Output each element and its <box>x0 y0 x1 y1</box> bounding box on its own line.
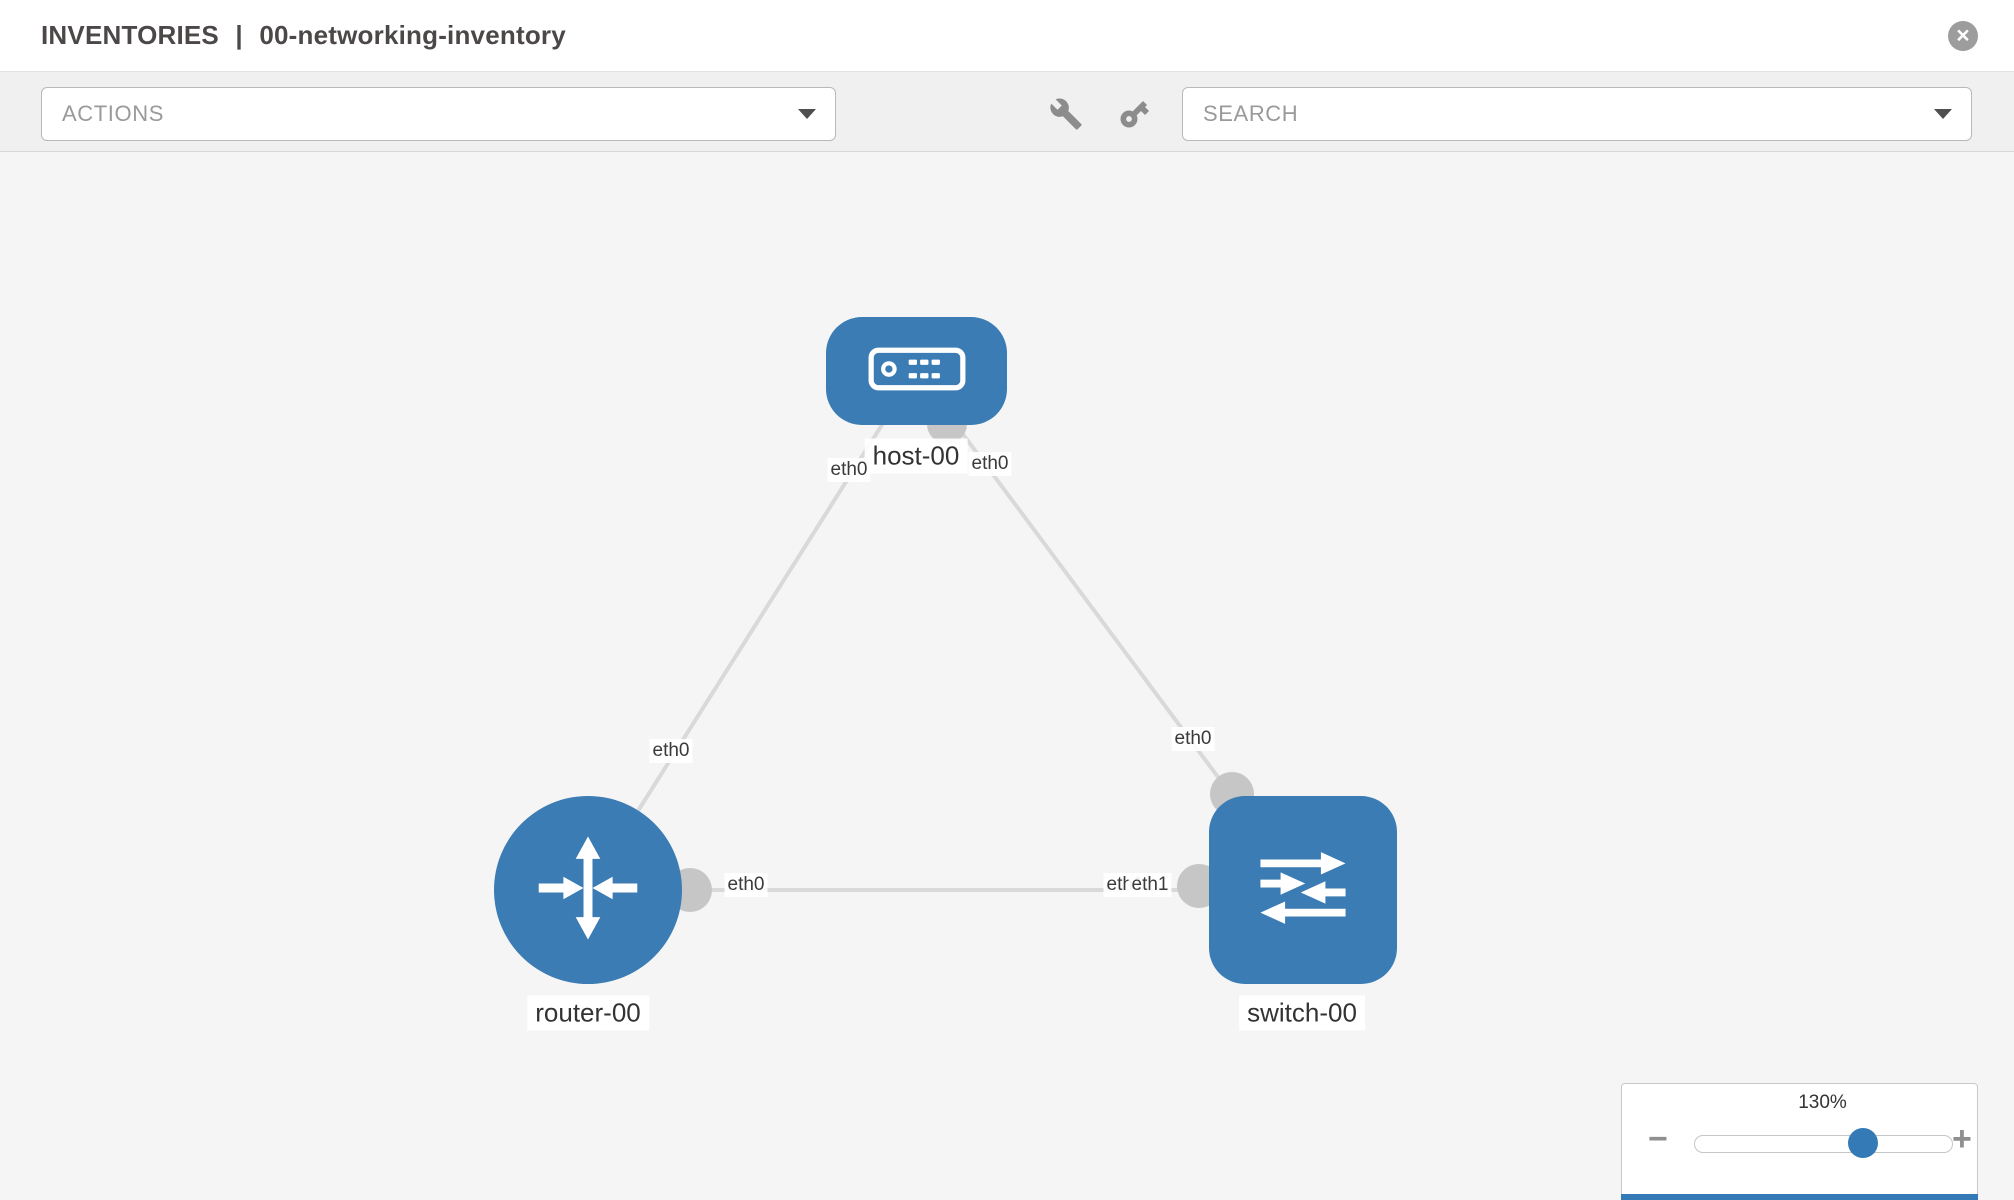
port-label: eth1 <box>1128 873 1172 897</box>
topology-canvas[interactable]: host-00 router-00 switch-00 eth0 eth0 et… <box>0 152 2014 1200</box>
close-icon[interactable]: × <box>1948 20 1978 51</box>
port-label: eth0 <box>827 458 871 482</box>
page-title: INVENTORIES | 00-networking-inventory <box>41 20 575 51</box>
port-label: eth0 <box>649 739 693 763</box>
actions-dropdown[interactable]: ACTIONS <box>41 87 836 141</box>
header: INVENTORIES | 00-networking-inventory × <box>0 0 2014 72</box>
node-label-router-00: router-00 <box>527 995 649 1031</box>
node-switch-00[interactable] <box>1209 796 1397 984</box>
zoom-slider-track[interactable] <box>1694 1128 1953 1158</box>
node-router-00[interactable] <box>494 796 682 984</box>
port-label: eth0 <box>724 873 768 897</box>
link-host-router[interactable] <box>586 369 918 892</box>
panel-bottom-accent <box>1621 1194 1978 1200</box>
router-arrows-icon <box>532 832 644 949</box>
zoom-in-button[interactable]: + <box>1952 1120 1972 1158</box>
chevron-down-icon <box>798 109 816 119</box>
switch-arrows-icon <box>1247 832 1359 949</box>
port-label: eth0 <box>968 452 1012 476</box>
search-dropdown[interactable]: SEARCH <box>1182 87 1972 141</box>
topology-links <box>586 369 1304 892</box>
chevron-down-icon <box>1934 109 1952 119</box>
actions-dropdown-label: ACTIONS <box>62 101 164 126</box>
wrench-icon[interactable] <box>1049 97 1083 131</box>
zoom-value: 130% <box>1798 1092 1847 1113</box>
zoom-panel: 130% − + <box>1621 1083 1978 1200</box>
toolbar: ACTIONS SEARCH <box>0 72 2014 152</box>
zoom-out-button[interactable]: − <box>1648 1120 1668 1158</box>
page-title-inventory-name: 00-networking-inventory <box>259 20 566 50</box>
page-title-separator: | <box>235 20 243 50</box>
node-host-00[interactable] <box>826 317 1007 425</box>
node-label-host-00: host-00 <box>864 438 968 474</box>
search-dropdown-label: SEARCH <box>1203 101 1299 126</box>
page-title-section: INVENTORIES <box>41 20 219 50</box>
node-label-switch-00: switch-00 <box>1239 995 1365 1031</box>
server-icon <box>867 346 967 397</box>
port-label: eth0 <box>1171 727 1215 751</box>
key-icon[interactable] <box>1117 97 1151 131</box>
zoom-slider-knob[interactable] <box>1848 1128 1878 1158</box>
